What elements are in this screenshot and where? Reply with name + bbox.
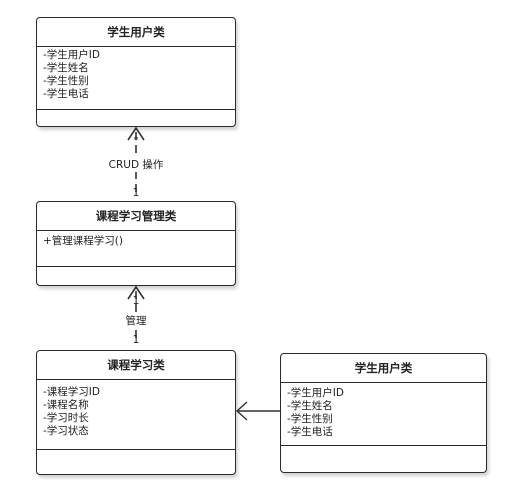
class-name: 学生用户类 xyxy=(37,18,235,47)
manage-multiplicity-bottom: 1 xyxy=(132,334,140,346)
attribute: -学生用户ID xyxy=(43,49,100,61)
student-to-course-arrowhead xyxy=(235,401,248,421)
crud-multiplicity-top: * xyxy=(133,135,139,146)
crud-multiplicity-bottom: 1 xyxy=(132,187,140,199)
class-student-user-top[interactable]: 学生用户类 -学生用户ID -学生姓名 -学生性别 -学生电话 xyxy=(36,17,236,127)
manage-relation-label: 管理 xyxy=(116,313,156,328)
attribute: -学生电话 xyxy=(43,88,89,100)
class-student-user-right[interactable]: 学生用户类 -学生用户ID -学生姓名 -学生性别 -学生电话 xyxy=(280,353,487,473)
attribute: -课程学习ID xyxy=(43,386,100,398)
class-course-learning[interactable]: 课程学习类 -课程学习ID -课程名称 -学习时长 -学习状态 xyxy=(36,350,236,475)
class-name: 学生用户类 xyxy=(281,354,486,383)
attribute: -学生姓名 xyxy=(287,400,333,412)
attribute: -学习状态 xyxy=(43,425,89,437)
class-name: 课程学习类 xyxy=(37,351,235,380)
attribute: -学习时长 xyxy=(43,412,89,424)
attribute: -学生性别 xyxy=(287,413,333,425)
attribute: -学生姓名 xyxy=(43,62,89,74)
manage-arrowhead xyxy=(127,285,145,300)
attribute: -学生用户ID xyxy=(287,387,344,399)
attribute: -学生电话 xyxy=(287,426,333,438)
class-course-learning-manager[interactable]: 课程学习管理类 +管理课程学习() xyxy=(36,201,236,286)
attribute: -课程名称 xyxy=(43,399,89,411)
attribute-list: -学生用户ID -学生姓名 -学生性别 -学生电话 xyxy=(281,383,486,446)
attribute-list: -课程学习ID -课程名称 -学习时长 -学习状态 xyxy=(37,380,235,450)
method: +管理课程学习() xyxy=(43,235,123,247)
crud-arrowhead xyxy=(127,126,145,141)
attribute-list: -学生用户ID -学生姓名 -学生性别 -学生电话 xyxy=(37,47,235,110)
crud-relation-label: CRUD 操作 xyxy=(101,157,171,172)
method-list: +管理课程学习() xyxy=(37,231,235,267)
manage-multiplicity-top: 1 xyxy=(132,295,140,307)
attribute: -学生性别 xyxy=(43,75,89,87)
class-name: 课程学习管理类 xyxy=(37,202,235,231)
